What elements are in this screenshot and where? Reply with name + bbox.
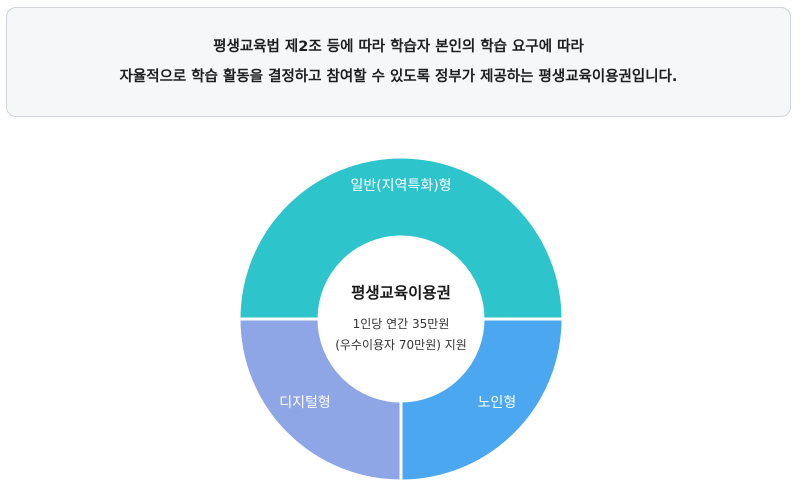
- center-disc: [320, 238, 482, 400]
- segment-digital-label: 디지털형: [279, 395, 331, 411]
- intro-line-2: 자율적으로 학습 활동을 결정하고 참여할 수 있도록 정부가 제공하는 평생교…: [119, 69, 678, 85]
- center-title: 평생교육이용권: [351, 283, 451, 302]
- segment-digital: [237, 317, 403, 483]
- intro-line-1: 평생교육법 제2조 등에 따라 학습자 본인의 학습 요구에 따라: [213, 39, 584, 55]
- center-subtitle-2: (우수이용자 70만원) 지원: [335, 338, 467, 352]
- segment-senior: [399, 317, 565, 483]
- segment-senior-label: 노인형: [478, 395, 517, 411]
- segment-general: [237, 155, 565, 321]
- segment-general-label: 일반(지역특화)형: [350, 178, 451, 194]
- intro-box: 평생교육법 제2조 등에 따라 학습자 본인의 학습 요구에 따라 자율적으로 …: [6, 7, 791, 117]
- center-subtitle-1: 1인당 연간 35만원: [353, 317, 450, 331]
